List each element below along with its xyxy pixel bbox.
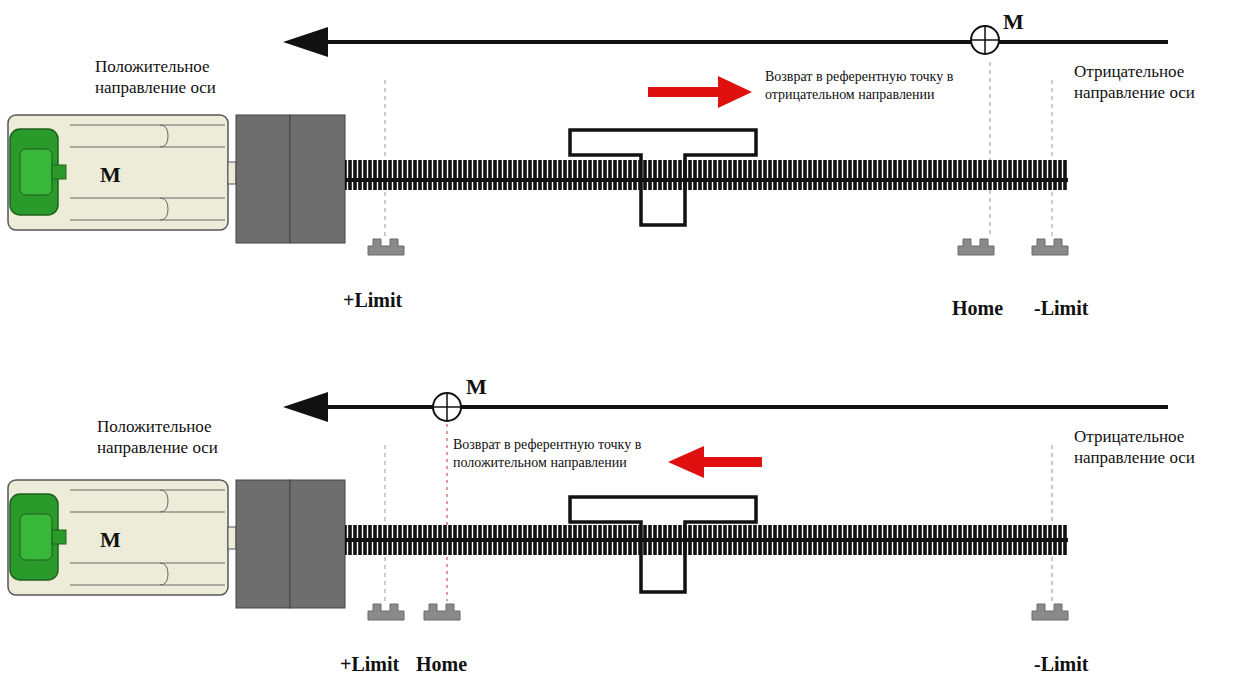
axis-direction-text: Положительное направление оси	[97, 416, 277, 459]
marker-letter: M	[466, 373, 487, 401]
home-label: Home	[416, 652, 467, 677]
limit-label: +Limit	[340, 652, 399, 677]
limit-label: -Limit	[1034, 296, 1088, 321]
limit-label: -Limit	[1034, 652, 1088, 677]
motor-letter: M	[100, 161, 121, 189]
home-label: Home	[952, 296, 1003, 321]
limit-label: +Limit	[343, 288, 402, 313]
motor-letter: M	[100, 526, 121, 554]
homing-note: Возврат в референтную точку в отрицатель…	[765, 68, 980, 103]
axis-direction-text: Отрицательное направление оси	[1074, 426, 1250, 469]
axis-direction-text: Положительное направление оси	[95, 56, 275, 99]
axis-direction-text: Отрицательное направление оси	[1074, 61, 1250, 104]
homing-note: Возврат в референтную точку в положитель…	[453, 436, 668, 471]
marker-letter: M	[1003, 8, 1024, 36]
